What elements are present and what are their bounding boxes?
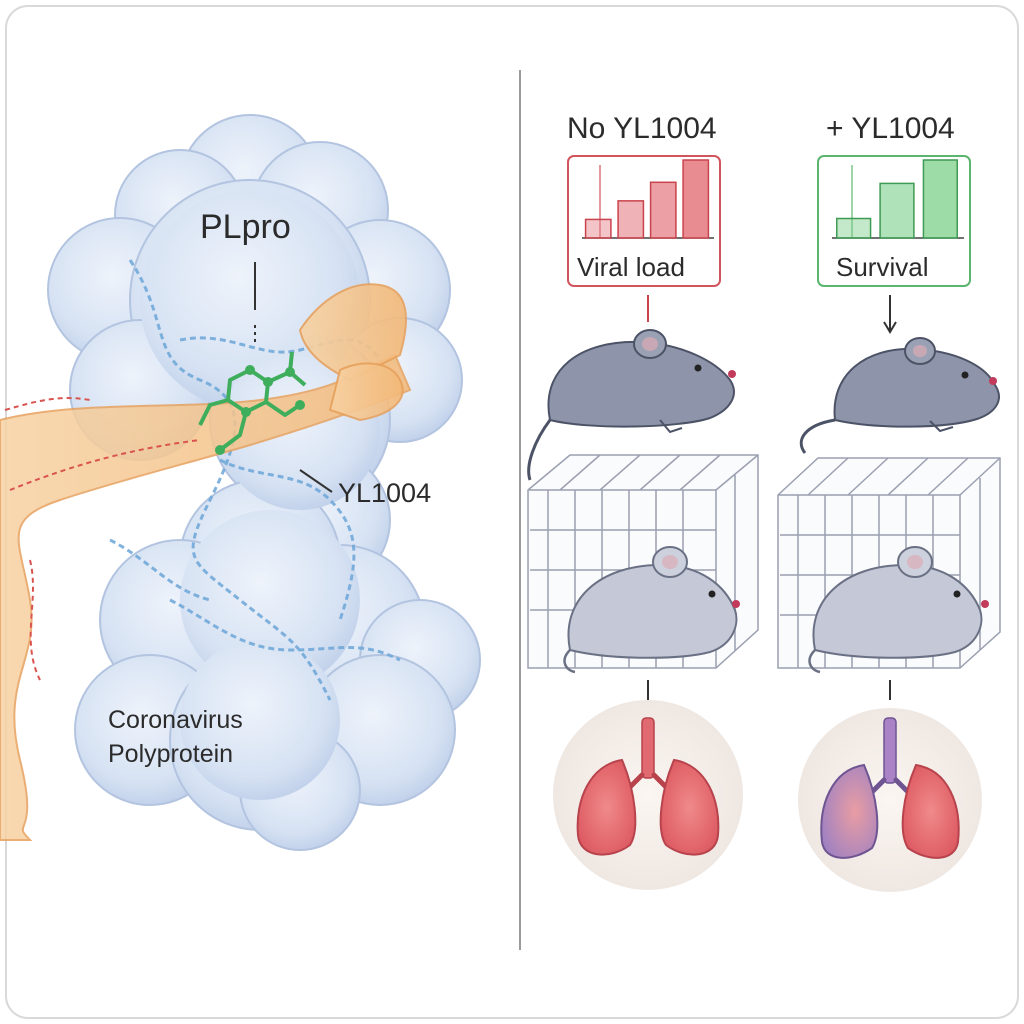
treated-heading: + YL1004 [826, 112, 955, 145]
treated-mouse-caged [808, 546, 989, 674]
survival-bar-2 [879, 182, 915, 239]
control-lungs [576, 717, 720, 856]
yl1004-leader-line [299, 469, 333, 493]
control-mouse-caged [563, 546, 740, 674]
polyprotein-label-line1: Coronavirus [108, 706, 243, 734]
yl1004-atoms [215, 365, 305, 455]
treated-lungs [820, 717, 960, 859]
survival-bars [836, 159, 958, 239]
control-heading: No YL1004 [567, 112, 717, 145]
viral-load-bar-4 [682, 159, 710, 239]
viral-load-caption: Viral load [577, 252, 685, 282]
survival-bar-3 [922, 159, 958, 239]
viral-load-bars [584, 159, 710, 239]
yl1004-label: YL1004 [338, 478, 432, 508]
polyprotein-label-line2: Polyprotein [108, 740, 234, 768]
plpro-label: PLpro [200, 208, 291, 246]
survival-bar-1 [836, 217, 872, 239]
viral-load-bar-2 [617, 200, 645, 239]
control-mouse-top [527, 329, 736, 481]
treated-mouse-top [799, 337, 1000, 454]
survival-caption: Survival [836, 252, 929, 282]
viral-load-bar-1 [584, 218, 612, 239]
viral-load-bar-3 [649, 181, 677, 239]
polyprotein-ribbon [0, 283, 412, 841]
